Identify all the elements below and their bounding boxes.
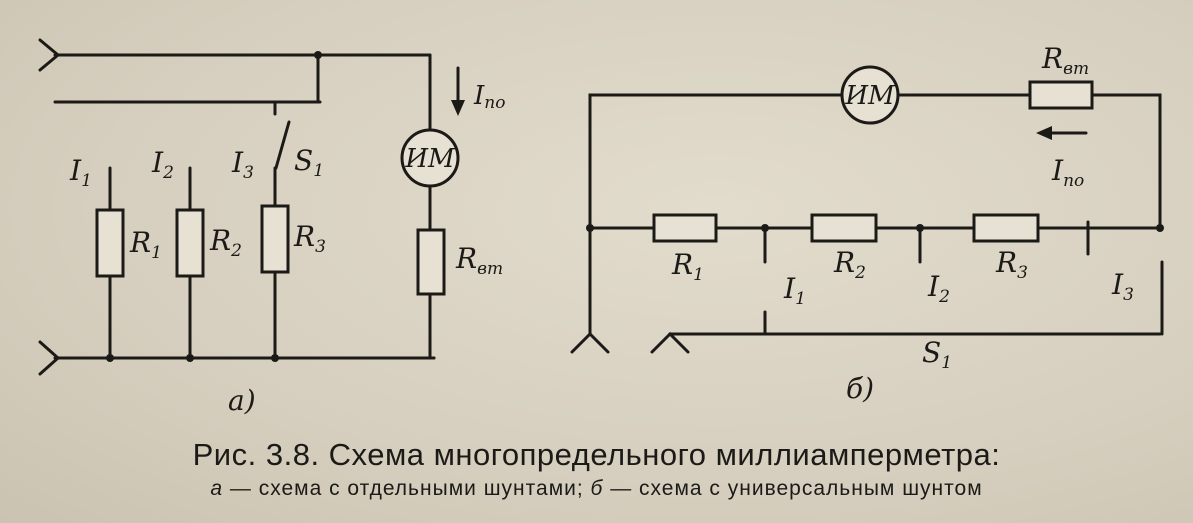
caption-b-letter: б [590,477,604,500]
panel-label-a: а) [228,384,256,417]
tap-3-label: I3 [1111,268,1134,305]
resistor-shunt-r2 [810,213,878,243]
shunt-r1-label: R1 [671,248,704,285]
node-top-rail [314,51,322,59]
caption-subtitle: а — схема с отдельными шунтами; б — схем… [0,474,1193,504]
caption-title: Рис. 3.8. Схема многопредельного миллиам… [192,437,1001,472]
loop-left-top [588,93,844,230]
branch-2-current: I2 [151,146,174,183]
circuit-diagrams: ИМ Iпо I1 I2 I3 S1 R1 R2 R3 Rвт а) [38,38,1164,417]
caption-b-text: — схема с универсальным шунтом [603,477,983,500]
panel-label-b: б) [846,372,874,405]
diagram-a: ИМ Iпо I1 I2 I3 S1 R1 R2 R3 Rвт а) [38,38,505,417]
switch-label-b: S1 [922,336,952,373]
current-label-a: Iпо [473,81,505,113]
resistor-r3 [260,204,290,274]
node-branch-2 [186,354,194,362]
tap-1-label: I1 [783,272,806,309]
current-arrowhead-a [451,100,465,116]
current-arrowhead-b [1036,126,1052,140]
resistor-rvt-b-label: Rвт [1041,42,1089,79]
resistor-rvt-a [416,228,446,296]
resistor-shunt-r1 [652,213,718,243]
caption-a-text: — схема с отдельными шунтами; [223,477,591,500]
switch-label-a: S1 [294,144,324,181]
node-branch-1 [106,354,114,362]
branch-1-current: I1 [69,154,92,191]
node-shunt-right [1156,224,1164,232]
caption-a-letter: а [210,477,224,500]
input-terminal-b-left [570,331,610,354]
resistor-r2-label: R2 [209,224,242,261]
switch-blade [274,120,291,170]
loop-right-top [1090,93,1162,230]
node-branch-3 [271,354,279,362]
resistor-shunt-r3 [972,213,1040,243]
current-label-b: Iпо [1051,154,1084,191]
figure-caption: Рис. 3.8. Схема многопредельного миллиам… [0,436,1193,504]
diagram-b: ИМ Rвт Iпо R1 R2 R3 I1 I2 I3 S1 б) [570,42,1164,405]
tap-2-label: I2 [927,270,950,307]
shunt-r3-label: R3 [995,246,1028,283]
resistor-r3-label: R3 [293,220,326,257]
meter-label-b: ИМ [844,81,896,111]
resistor-rvt-a-label: Rвт [455,242,503,279]
resistor-r2 [175,208,205,278]
resistor-r1-label: R1 [129,226,162,263]
shunt-r2-label: R2 [833,246,866,283]
input-terminal-b-right [650,331,690,354]
resistor-rvt-b [1028,80,1094,110]
branch-3-current: I3 [231,146,254,183]
resistor-r1 [95,208,125,278]
meter-label-a: ИМ [404,144,456,174]
